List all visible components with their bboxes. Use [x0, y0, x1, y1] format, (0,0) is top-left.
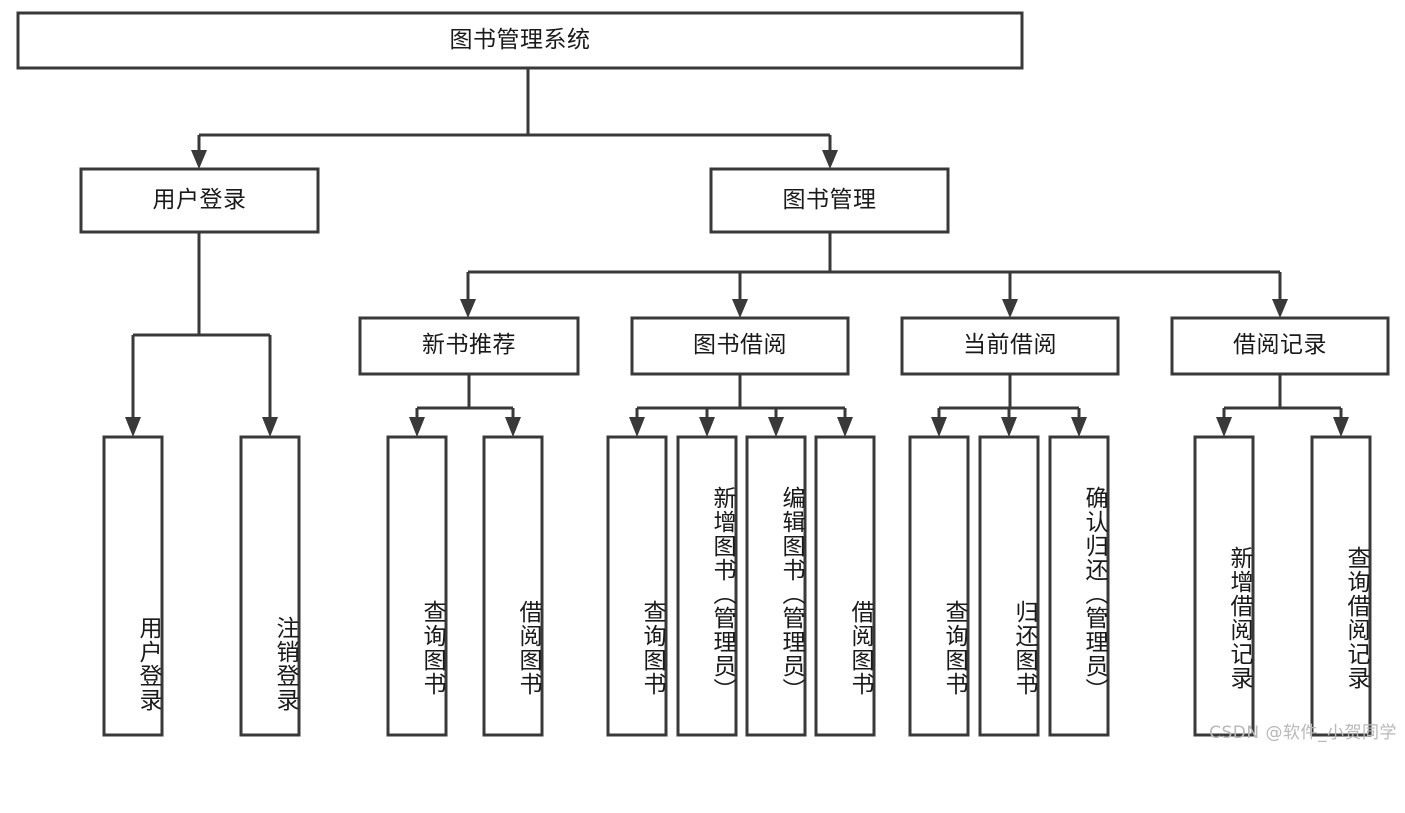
arrow-icon — [1272, 299, 1288, 318]
arrow-icon — [837, 417, 853, 437]
arrow-icon — [1001, 417, 1017, 437]
node-box-borrow-record[interactable] — [1170, 316, 1390, 376]
node-box-new-book-recommend[interactable] — [358, 316, 580, 376]
node-box-root[interactable] — [16, 11, 1024, 70]
node-box-leaf[interactable] — [676, 435, 738, 737]
node-box-leaf[interactable] — [1048, 435, 1110, 737]
flowchart-diagram: 图书管理系统 用户登录 图书管理 新书推荐 图书借阅 当前借阅 借阅记录 用户登… — [16, 11, 1397, 743]
node-box-leaf[interactable] — [978, 435, 1040, 737]
arrow-icon — [505, 417, 521, 437]
arrow-icon — [191, 150, 207, 169]
arrow-icon — [768, 417, 784, 437]
node-box-leaf[interactable] — [482, 435, 544, 737]
arrow-icon — [699, 417, 715, 437]
node-box-leaf[interactable] — [1310, 435, 1372, 737]
node-box-leaf[interactable] — [102, 435, 164, 737]
arrow-icon — [629, 417, 645, 437]
node-box-leaf[interactable] — [1193, 435, 1255, 737]
arrow-icon — [732, 299, 748, 318]
node-box-leaf[interactable] — [814, 435, 876, 737]
node-box-leaf[interactable] — [239, 435, 301, 737]
node-box-user-login[interactable] — [79, 167, 320, 234]
diagram-canvas — [16, 11, 1390, 737]
arrow-icon — [1071, 417, 1087, 437]
watermark-text: CSDN @软件_小贺同学 — [1209, 723, 1397, 743]
node-box-leaf[interactable] — [745, 435, 807, 737]
arrow-icon — [1216, 417, 1232, 437]
arrow-icon — [1002, 299, 1018, 318]
arrow-icon — [822, 150, 838, 169]
node-box-book-borrow[interactable] — [630, 316, 850, 376]
node-box-leaf[interactable] — [386, 435, 448, 737]
node-box-leaf[interactable] — [606, 435, 668, 737]
node-box-current-borrow[interactable] — [900, 316, 1120, 376]
node-box-book-management[interactable] — [709, 167, 950, 234]
arrow-icon — [409, 417, 425, 437]
node-box-leaf[interactable] — [908, 435, 970, 737]
arrow-icon — [1333, 417, 1349, 437]
arrow-icon — [460, 299, 476, 318]
arrow-icon — [931, 417, 947, 437]
arrow-icon — [125, 417, 141, 437]
arrow-icon — [262, 417, 278, 437]
